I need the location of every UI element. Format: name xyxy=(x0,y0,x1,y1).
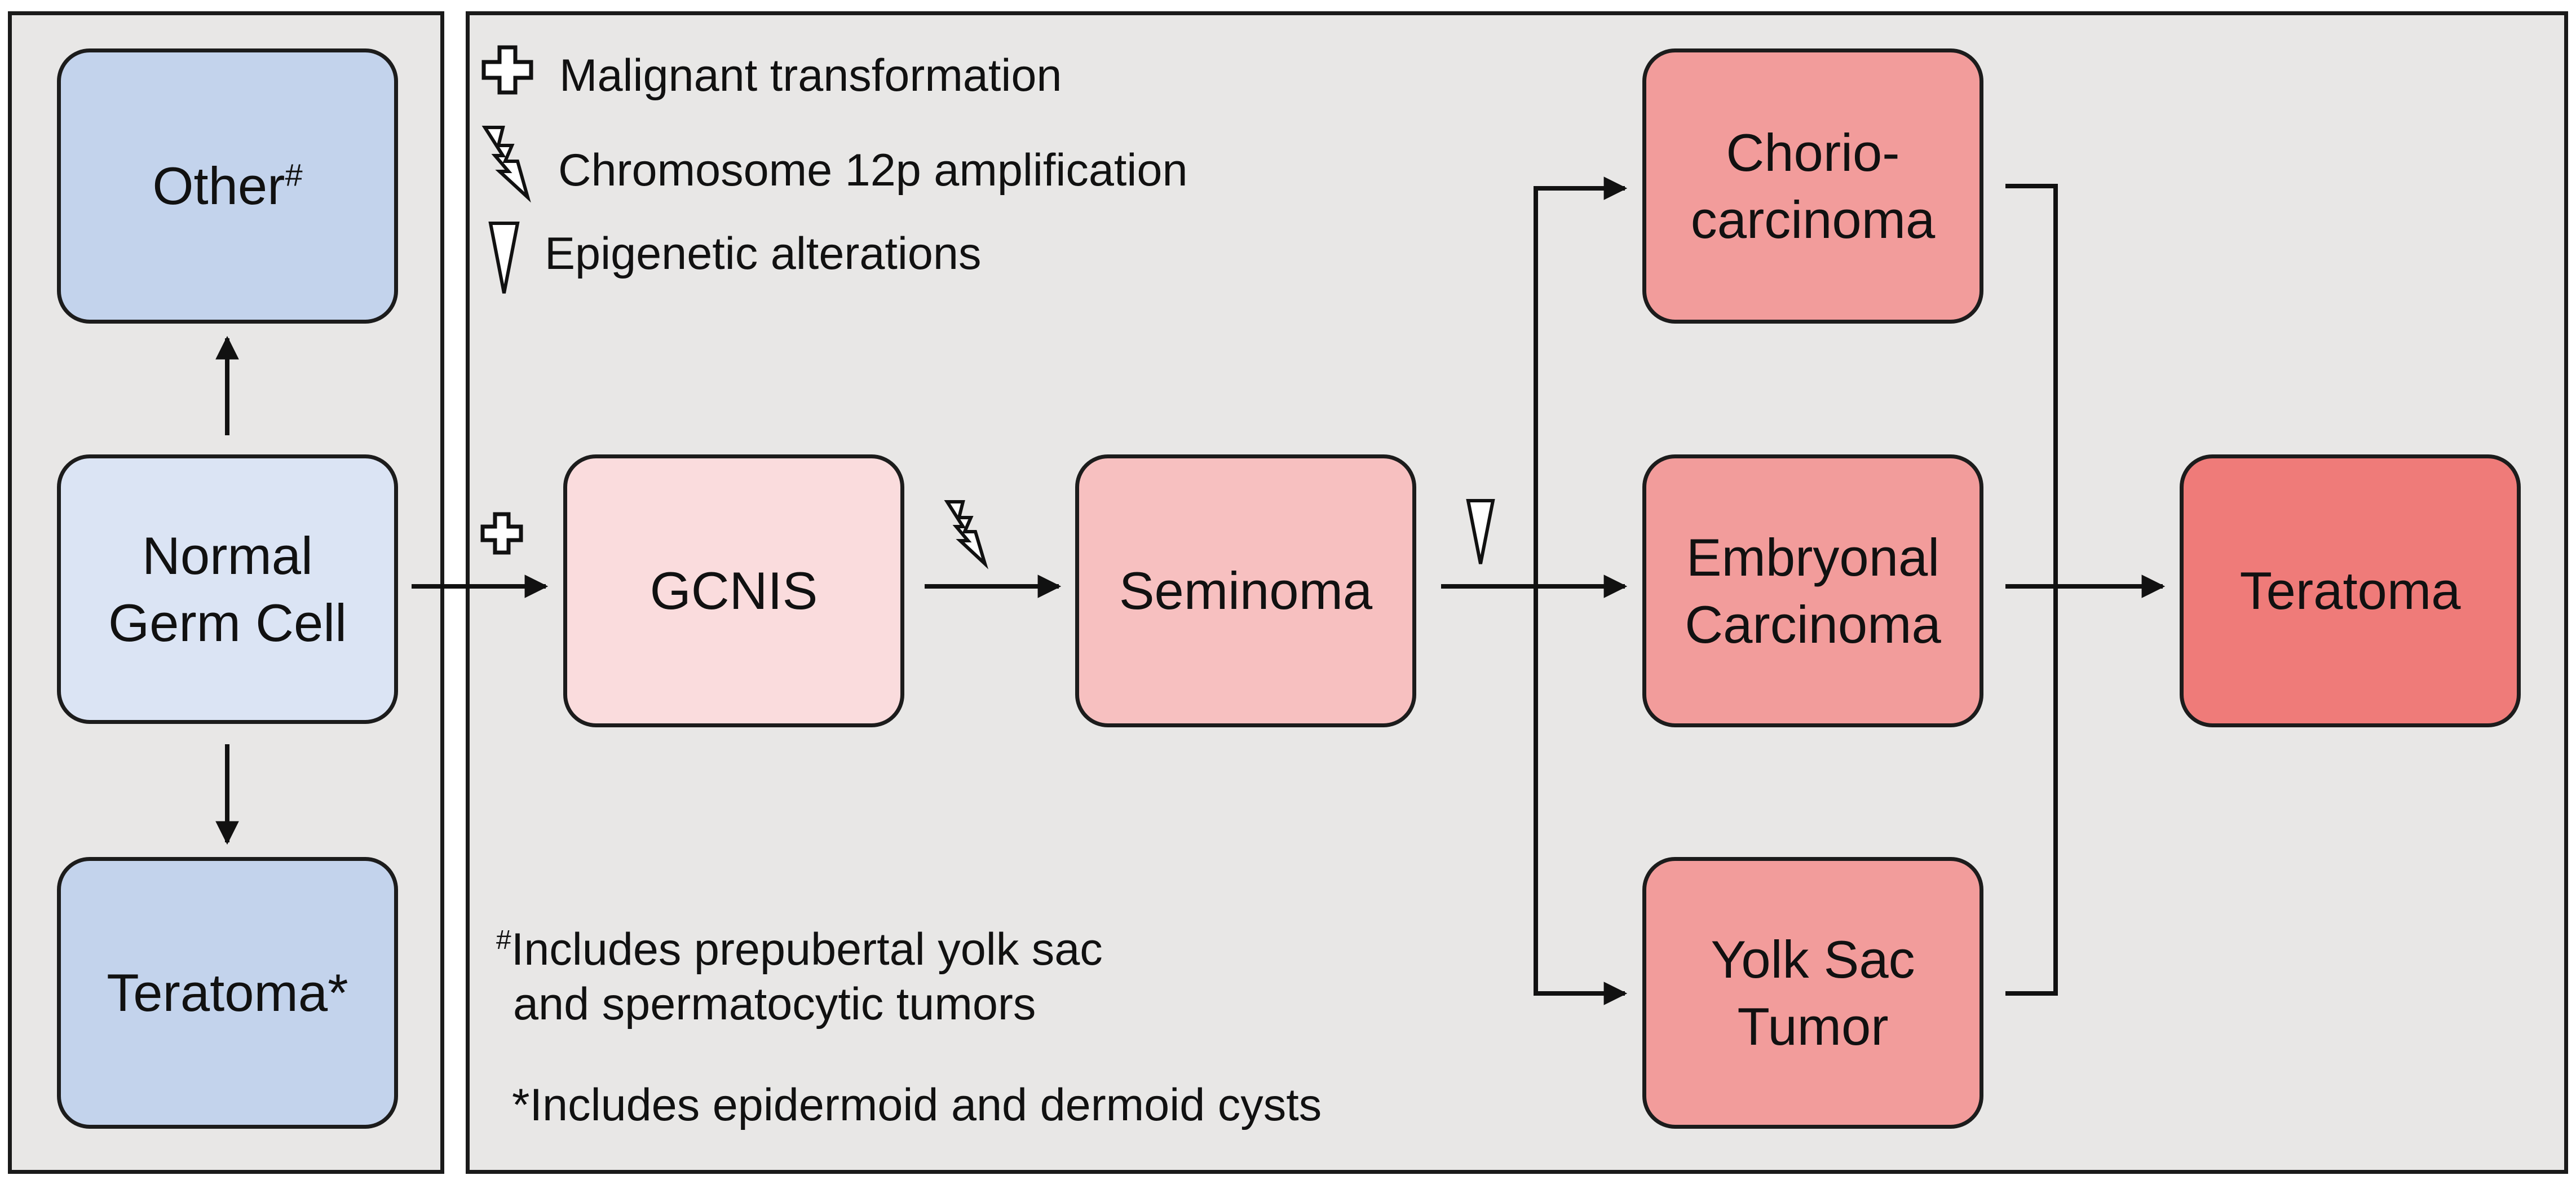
seminoma-node: Seminoma xyxy=(1075,454,1416,727)
footnote-other-line1: Includes prepubertal yolk sac xyxy=(511,924,1103,975)
other-label: Other xyxy=(152,156,285,216)
footnote-other-mark: # xyxy=(496,925,511,955)
seminoma-label: Seminoma xyxy=(1119,561,1373,621)
legend-label-malignant-transformation: Malignant transformation xyxy=(559,50,1062,101)
lightning-icon xyxy=(478,125,534,215)
gcnis-label: GCNIS xyxy=(649,561,818,621)
choriocarcinoma-node: Chorio- carcinoma xyxy=(1642,48,1983,324)
embryonal-carcinoma-node: Embryonal Carcinoma xyxy=(1642,454,1983,727)
normal-germ-cell-node: Normal Germ Cell xyxy=(57,454,398,724)
choriocarcinoma-label: Chorio- carcinoma xyxy=(1690,122,1936,249)
other-node: Other# xyxy=(57,48,398,324)
legend-item-malignant-transformation: Malignant transformation xyxy=(479,43,1062,108)
embryonal-carcinoma-label: Embryonal Carcinoma xyxy=(1685,527,1941,654)
teratoma-benign-node: Teratoma* xyxy=(57,857,398,1129)
legend-item-epigenetic-alterations: Epigenetic alterations xyxy=(487,220,981,310)
teratoma-malignant-node: Teratoma xyxy=(2180,454,2521,727)
footnote-other-line2: and spermatocytic tumors xyxy=(513,979,1036,1030)
footnote-other: #Includes prepubertal yolk sac and sperm… xyxy=(496,922,1103,1032)
teratoma-benign-mark: * xyxy=(328,963,348,1023)
normal-germ-cell-label: Normal Germ Cell xyxy=(108,525,347,652)
legend-item-chromosome-12p-amplification: Chromosome 12p amplification xyxy=(478,125,1188,215)
teratoma-benign-label: Teratoma xyxy=(107,963,328,1023)
legend-label-chromosome-12p-amplification: Chromosome 12p amplification xyxy=(558,144,1188,196)
triangle-icon xyxy=(487,220,521,310)
gcnis-node: GCNIS xyxy=(563,454,904,727)
footnote-teratoma: *Includes epidermoid and dermoid cysts xyxy=(512,1080,1322,1130)
teratoma-malignant-label: Teratoma xyxy=(2239,561,2461,621)
other-mark: # xyxy=(285,157,303,193)
yolk-sac-tumor-node: Yolk Sac Tumor xyxy=(1642,857,1983,1129)
yolk-sac-tumor-label: Yolk Sac Tumor xyxy=(1711,929,1915,1056)
legend-label-epigenetic-alterations: Epigenetic alterations xyxy=(545,228,982,279)
plus-icon xyxy=(479,43,536,108)
